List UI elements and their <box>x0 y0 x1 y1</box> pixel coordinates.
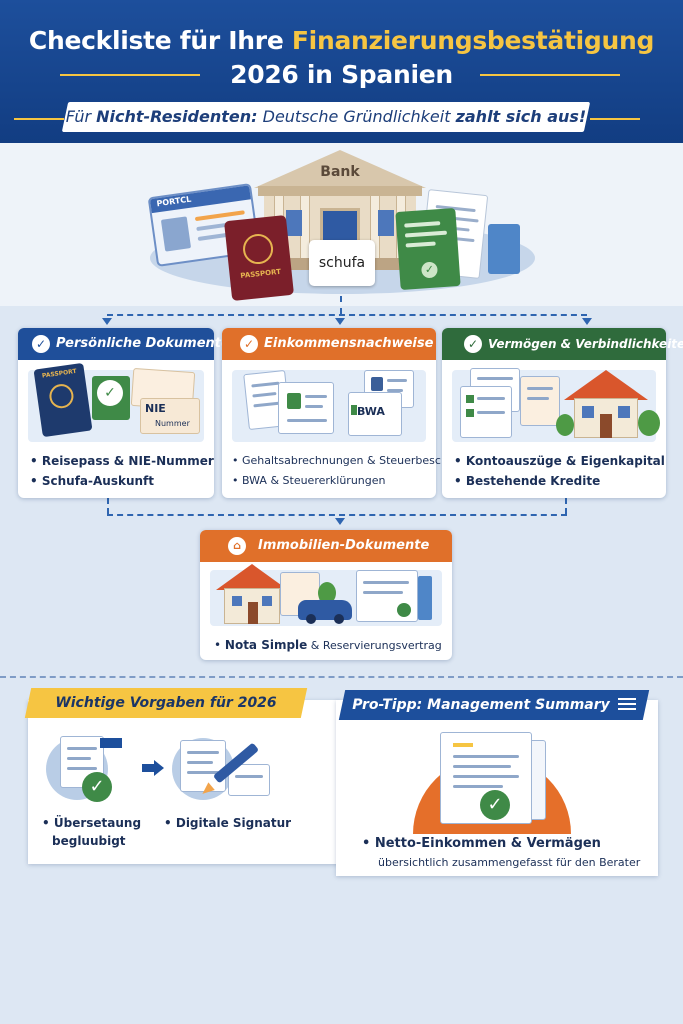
card-assets-title: Vermögen & Verbindlichkeiten <box>488 337 683 351</box>
schufa-icon: schufa <box>309 240 375 286</box>
card-property-title: Immobilien-Dokumente <box>258 538 430 553</box>
arrow-down-icon <box>102 318 112 325</box>
flag-icon <box>100 738 122 748</box>
document-icon <box>488 224 520 274</box>
car-icon <box>298 600 352 624</box>
list-item: • Bestehende Kredite <box>454 474 601 488</box>
tree-icon <box>556 414 574 436</box>
subtitle-rule-right <box>590 118 640 120</box>
document-icon <box>520 376 560 426</box>
card-property-documents: ⌂ Immobilien-Dokumente • Nota Simple & R… <box>200 530 452 660</box>
list-item: • Gehaltsabrechnungen & Steuerbescheid <box>232 454 465 467</box>
connector-stem <box>340 296 342 314</box>
card-personal-illustration: PASSPORT ✓ NIE Nummer <box>28 362 204 442</box>
subtitle-rule-left <box>14 118 64 120</box>
list-item-continuation: begluubigt <box>52 834 126 848</box>
card-assets-illustration <box>452 368 660 442</box>
protip-title: Pro-Tipp: Management Summary <box>352 697 610 713</box>
connector-left <box>107 498 109 514</box>
check-icon: ✓ <box>82 772 112 802</box>
document-icon: ✓ <box>92 376 130 420</box>
nie-label: NIE <box>145 402 166 415</box>
document-icon <box>356 570 418 622</box>
arrow-right-icon-head <box>154 760 164 776</box>
list-item: • Netto-Einkommen & Vermägen <box>362 836 601 851</box>
list-item: • Schufa-Auskunft <box>30 474 154 488</box>
card-personal-title: Persönliche Dokumente <box>56 336 230 351</box>
card-property-header: ⌂ Immobilien-Dokumente <box>200 530 452 562</box>
bwa-document-icon: BWA <box>348 392 402 436</box>
nie-card-icon: NIE Nummer <box>140 398 200 434</box>
arrow-down-icon <box>335 318 345 325</box>
menu-lines-icon <box>618 698 636 712</box>
subtitle: Für Nicht-Residenten: Deutsche Gründlich… <box>65 107 587 126</box>
card-personal-documents: ✓ Persönliche Dokumente PASSPORT ✓ NIE N… <box>18 328 230 498</box>
arrow-down-icon <box>582 318 592 325</box>
tree-icon <box>638 410 660 436</box>
document-icon <box>460 386 512 438</box>
list-item: • Kontoauszüge & Eigenkapital <box>454 454 665 468</box>
requirements-title: Wichtige Vorgaben für 2026 <box>55 695 277 711</box>
card-personal-header: ✓ Persönliche Dokumente <box>18 328 230 360</box>
connector-right <box>565 498 567 514</box>
page-title: Checkliste für Ihre Finanzierungsbestäti… <box>28 26 655 55</box>
header-banner: Checkliste für Ihre Finanzierungsbestäti… <box>0 0 683 143</box>
arrow-down-icon <box>335 518 345 525</box>
arrow-right-icon <box>142 764 156 772</box>
page-title-line2: 2026 in Spanien <box>230 60 453 89</box>
title-rule-left <box>60 74 200 76</box>
check-icon: ✓ <box>97 380 123 406</box>
document-icon: ✓ <box>395 208 461 290</box>
list-item: • Reisepass & NIE-Nummer <box>30 454 214 468</box>
check-icon: ✓ <box>240 335 258 353</box>
list-item: • Digitale Signatur <box>164 816 292 830</box>
title-rule-right <box>480 74 620 76</box>
passport-label: PASSPORT <box>240 267 282 281</box>
card-income-header: ✓ Einkommensnachweise <box>222 328 436 360</box>
card-property-illustration <box>210 564 442 626</box>
list-item-subtext: übersichtlich zusammengefasst für den Be… <box>378 856 641 869</box>
list-item: • BWA & Steuererklürungen <box>232 474 386 487</box>
connector-top <box>107 314 587 316</box>
card-assets-liabilities: ✓ Vermögen & Verbindlichkeiten • Kontoau… <box>442 328 683 498</box>
card-income-proofs: ✓ Einkommensnachweise BWA • Gehaltsabrec… <box>222 328 465 498</box>
card-income-illustration: BWA <box>232 369 426 442</box>
document-icon <box>418 576 432 620</box>
connector-bottom <box>107 514 567 516</box>
nummer-label: Nummer <box>155 419 190 428</box>
section-divider <box>0 676 683 678</box>
check-icon: ✓ <box>32 335 50 353</box>
passport-icon: PASSPORT <box>33 362 93 438</box>
passport-label: PASSPORT <box>41 367 78 380</box>
bank-label: Bank <box>320 164 360 180</box>
document-icon <box>278 382 334 434</box>
card-income-title: Einkommensnachweise <box>264 336 434 351</box>
bwa-label: BWA <box>357 405 385 418</box>
tree-icon <box>318 582 336 604</box>
check-icon: ✓ <box>480 790 510 820</box>
id-card-label: PORTCL <box>155 194 192 209</box>
house-icon: ⌂ <box>228 537 246 555</box>
passport-icon: PASSPORT <box>223 214 295 302</box>
document-icon <box>180 740 226 792</box>
list-item: • Nota Simple & Reservierungsvertrag <box>214 638 442 652</box>
card-assets-header: ✓ Vermögen & Verbindlichkeiten <box>442 328 683 360</box>
check-icon: ✓ <box>420 261 439 279</box>
check-icon: ✓ <box>464 335 482 353</box>
title-highlight: Finanzierungsbestätigung <box>291 26 655 55</box>
list-item: • Übersetaung <box>42 816 142 830</box>
